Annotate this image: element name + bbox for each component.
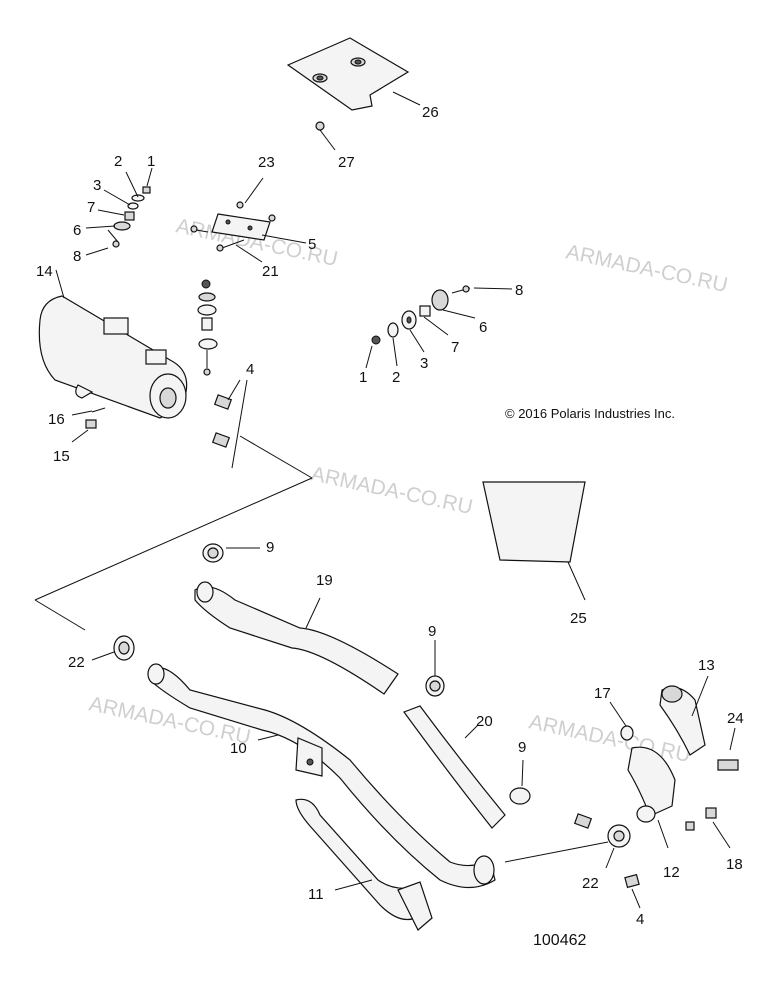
callout-15: 15	[53, 448, 70, 465]
callout-3: 3	[93, 177, 101, 194]
callout-1-right: 1	[359, 369, 367, 386]
callout-17: 17	[594, 685, 611, 702]
callout-7: 7	[87, 199, 95, 216]
connection-leaders	[34, 435, 609, 863]
callout-21: 21	[262, 263, 279, 280]
middle-pipe	[194, 581, 399, 695]
callout-18: 18	[726, 856, 743, 873]
callout-22-right: 22	[582, 875, 599, 892]
pipe-heat-shield	[403, 705, 506, 829]
watermark: ARMADA-CO.RU	[527, 710, 693, 767]
heat-shield-plate	[286, 37, 421, 111]
callout-4-lower: 4	[636, 911, 644, 928]
callout-2-right: 2	[392, 369, 400, 386]
callout-6: 6	[73, 222, 81, 239]
callout-2: 2	[114, 153, 122, 170]
diagram-id: 100462	[533, 932, 586, 949]
callout-20: 20	[476, 713, 493, 730]
muffler	[38, 269, 188, 419]
callout-26: 26	[422, 104, 439, 121]
callout-19: 19	[316, 572, 333, 589]
callout-8: 8	[73, 248, 81, 265]
heat-shield-trapezoid	[482, 481, 586, 601]
head-pipe	[147, 663, 496, 889]
watermark: ARMADA-CO.RU	[564, 240, 730, 297]
plate-nut	[315, 121, 336, 151]
callout-22-left: 22	[68, 654, 85, 671]
callouts: 26 27 2 1 3 7 6 8 23 5 21 14 8 6 7 1 2 3…	[36, 104, 744, 928]
callout-25: 25	[570, 610, 587, 627]
callout-13: 13	[698, 657, 715, 674]
copyright-notice: © 2016 Polaris Industries Inc.	[505, 406, 675, 421]
exhaust-flange-parts	[573, 675, 739, 909]
callout-4: 4	[246, 361, 254, 378]
callout-7-right: 7	[451, 339, 459, 356]
lower-pipe	[295, 798, 433, 931]
callout-1: 1	[147, 153, 155, 170]
watermark: ARMADA-CO.RU	[309, 462, 475, 519]
callout-9-mid: 9	[428, 623, 436, 640]
clamp-upper	[202, 543, 260, 563]
callout-9-lower: 9	[518, 739, 526, 756]
muffler-small-parts	[71, 407, 106, 443]
callout-14: 14	[36, 263, 53, 280]
callout-23: 23	[258, 154, 275, 171]
clamp-lower	[509, 759, 531, 805]
callout-8-right: 8	[515, 282, 523, 299]
clamp-mid	[425, 640, 445, 697]
fastener-stack-left	[85, 167, 153, 256]
callout-6-right: 6	[479, 319, 487, 336]
callout-9-top: 9	[266, 539, 274, 556]
gasket-left	[91, 635, 135, 661]
springs-upper	[211, 379, 248, 469]
callout-24: 24	[727, 710, 744, 727]
callout-12: 12	[663, 864, 680, 881]
callout-11: 11	[308, 886, 324, 903]
isolator-stack	[197, 279, 218, 376]
callout-3-right: 3	[420, 355, 428, 372]
fastener-stack-right	[365, 285, 513, 369]
callout-5: 5	[308, 236, 316, 253]
callout-10: 10	[230, 740, 247, 757]
callout-27: 27	[338, 154, 355, 171]
callout-16: 16	[48, 411, 65, 428]
mount-bracket	[190, 177, 307, 263]
